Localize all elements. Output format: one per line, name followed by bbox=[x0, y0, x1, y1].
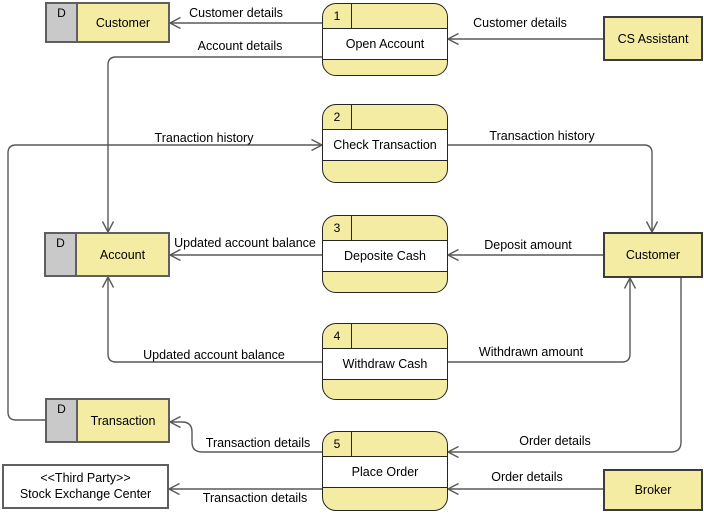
entity-name: Stock Exchange Center bbox=[19, 486, 152, 501]
process-bottom-band bbox=[323, 488, 447, 510]
process-number: 2 bbox=[323, 105, 352, 129]
flow-updated-balance-withdraw bbox=[101, 275, 322, 363]
entity-stock-exchange-center: <<Third Party>> Stock Exchange Center bbox=[2, 464, 169, 509]
flow-label: Tranaction history bbox=[154, 131, 254, 145]
flow-label: Transaction details bbox=[205, 436, 311, 450]
process-bottom-band bbox=[323, 380, 447, 399]
entity-customer: Customer bbox=[603, 232, 703, 278]
process-top-band: 1 bbox=[323, 4, 447, 29]
datastore-tag: D bbox=[46, 234, 77, 275]
process-number: 5 bbox=[323, 432, 352, 456]
flow-order-details-from-customer bbox=[446, 278, 682, 459]
process-name: Place Order bbox=[323, 457, 447, 488]
process-withdraw-cash: 4 Withdraw Cash bbox=[322, 323, 448, 400]
flow-label: Updated account balance bbox=[143, 348, 285, 362]
process-check-transaction: 2 Check Transaction bbox=[322, 104, 448, 183]
datastore-name: Customer bbox=[95, 15, 151, 30]
datastore-transaction: D Transaction bbox=[45, 398, 170, 443]
flow-label: Customer details bbox=[473, 16, 567, 30]
datastore-tag: D bbox=[47, 400, 78, 441]
flow-label: Customer details bbox=[189, 6, 283, 20]
flow-label: Transaction details bbox=[202, 491, 308, 505]
flow-label: Order details bbox=[491, 470, 563, 484]
process-number: 1 bbox=[323, 4, 352, 28]
process-bottom-band bbox=[323, 60, 447, 75]
process-name: Withdraw Cash bbox=[323, 349, 447, 380]
process-bottom-band bbox=[323, 272, 447, 292]
process-place-order: 5 Place Order bbox=[322, 431, 448, 511]
process-top-band: 2 bbox=[323, 105, 447, 130]
datastore-tag: D bbox=[47, 4, 78, 41]
flow-transaction-details-to-store bbox=[168, 415, 322, 453]
process-top-band: 4 bbox=[323, 324, 447, 349]
flow-label: Transaction history bbox=[489, 129, 595, 143]
flow-label: Withdrawn amount bbox=[478, 345, 584, 359]
flow-label: Order details bbox=[519, 434, 591, 448]
flow-transaction-history bbox=[448, 144, 659, 234]
process-deposite-cash: 3 Deposite Cash bbox=[322, 215, 448, 293]
process-number: 3 bbox=[323, 216, 352, 240]
flow-tranaction-history bbox=[7, 138, 324, 421]
process-name: Open Account bbox=[323, 29, 447, 60]
datastore-customer: D Customer bbox=[45, 2, 170, 43]
datastore-name: Transaction bbox=[90, 413, 156, 428]
process-number: 4 bbox=[323, 324, 352, 348]
entity-cs-assistant: CS Assistant bbox=[603, 16, 703, 61]
process-top-band: 3 bbox=[323, 216, 447, 241]
flow-label: Updated account balance bbox=[174, 236, 316, 250]
flow-label: Account details bbox=[197, 39, 283, 53]
datastore-name: Account bbox=[99, 247, 146, 262]
process-top-band: 5 bbox=[323, 432, 447, 457]
flow-account-details bbox=[101, 56, 322, 234]
process-bottom-band bbox=[323, 161, 447, 182]
entity-stereotype: <<Third Party>> bbox=[40, 470, 131, 485]
process-name: Check Transaction bbox=[323, 130, 447, 161]
flow-withdrawn-amount bbox=[448, 276, 637, 363]
datastore-account: D Account bbox=[44, 232, 170, 277]
entity-broker: Broker bbox=[603, 469, 703, 511]
process-open-account: 1 Open Account bbox=[322, 3, 448, 76]
process-name: Deposite Cash bbox=[323, 241, 447, 272]
flow-label: Deposit amount bbox=[484, 238, 572, 252]
